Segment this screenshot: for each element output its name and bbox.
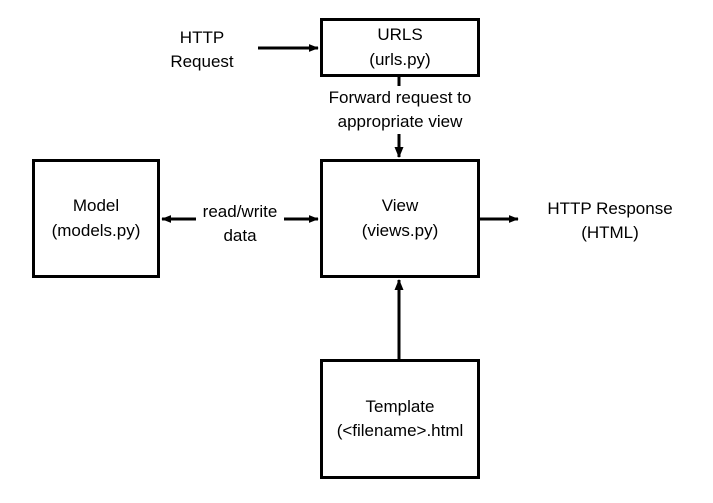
edge-label-http-request-line2: Request [170,52,234,72]
edge-label-read-write-data-line1: read/write [202,202,278,221]
edge-label-http-response-line1: HTTP Response [547,199,673,218]
edge-label-http-request: HTTP Request [150,26,254,74]
node-model-title: Model [72,196,120,216]
edge-label-forward-request-line2: appropriate view [337,112,463,132]
edge-label-read-write-data: read/write data [196,200,284,249]
edge-label-read-write-data-line2: data [223,226,257,246]
node-model-file: (models.py) [51,220,141,240]
edge-label-http-request-line1: HTTP [179,28,225,47]
node-model[interactable]: Model (models.py) [32,159,160,278]
edge-label-forward-request: Forward request to appropriate view [312,86,488,135]
node-template-file: (<filename>.html [336,421,464,440]
edge-label-forward-request-line1: Forward request to [328,88,472,107]
node-view[interactable]: View (views.py) [320,159,480,278]
node-template-title: Template [365,396,435,416]
node-view-file: (views.py) [361,220,439,240]
edge-label-http-response-line2: (HTML) [581,223,639,243]
node-urls-title: URLS [377,25,423,45]
node-template[interactable]: Template (<filename>.html [320,359,480,479]
node-urls-file: (urls.py) [369,49,431,69]
edge-label-http-response: HTTP Response (HTML) [520,197,700,245]
node-urls[interactable]: URLS (urls.py) [320,18,480,77]
node-view-title: View [381,196,419,216]
